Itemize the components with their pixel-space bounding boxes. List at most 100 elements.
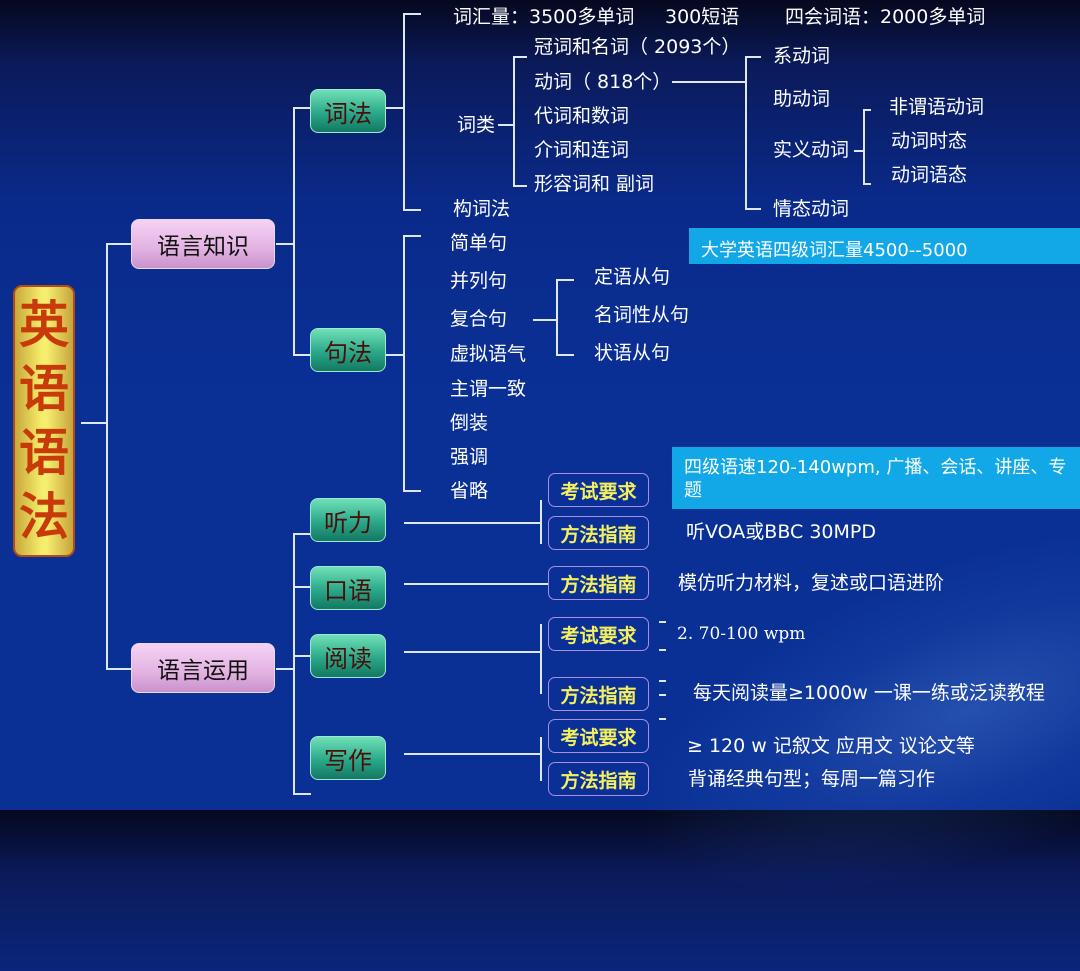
writing-exam-req-tag[interactable]: 考试要求 (548, 719, 649, 753)
node-label: 听力 (324, 508, 372, 537)
connector (540, 737, 542, 781)
connector (106, 243, 132, 245)
reading-method-tag[interactable]: 方法指南 (548, 677, 649, 711)
clause-type: 状语从句 (594, 342, 671, 364)
connector (863, 183, 871, 185)
connector (533, 319, 557, 321)
syntax-item: 并列句 (450, 270, 508, 292)
connector (293, 655, 311, 657)
connector (403, 13, 421, 15)
connector (293, 107, 295, 355)
root-char: 语 (19, 359, 69, 418)
connector (293, 107, 311, 109)
connector (854, 150, 864, 152)
writing-method-tag[interactable]: 方法指南 (548, 762, 649, 796)
active-vocab-count: 四会词语：2000多单词 (785, 6, 986, 28)
tag-label: 方法指南 (560, 769, 637, 792)
connector (659, 621, 666, 623)
node-language-usage[interactable]: 语言运用 (131, 643, 275, 693)
syntax-item: 虚拟语气 (450, 343, 527, 365)
connector (745, 56, 761, 58)
connector (498, 124, 514, 126)
connector (403, 13, 405, 209)
clause-type: 定语从句 (594, 266, 671, 288)
connector (540, 500, 542, 544)
connector (293, 586, 311, 588)
connector (404, 753, 541, 755)
connector (106, 668, 132, 670)
connector (863, 109, 865, 184)
connector (556, 279, 558, 355)
connector (403, 235, 405, 491)
syntax-item: 主谓一致 (450, 378, 527, 400)
word-class-item: 形容词和 副词 (534, 173, 655, 195)
connector (556, 279, 574, 281)
speaking-method-text: 模仿听力材料，复述或口语进阶 (678, 572, 945, 594)
connector (106, 243, 108, 669)
connector (81, 422, 106, 424)
syntax-item: 强调 (450, 446, 489, 468)
node-reading[interactable]: 阅读 (310, 634, 386, 678)
reading-exam-req-tag[interactable]: 考试要求 (548, 617, 649, 651)
connector (276, 668, 294, 670)
clause-type: 名词性从句 (594, 304, 690, 326)
connector (540, 624, 542, 694)
word-class-item: 冠词和名词（ 2093个） (534, 36, 741, 58)
connector (404, 583, 548, 585)
notional-verb-sub: 动词时态 (891, 130, 968, 152)
root-node-english-grammar[interactable]: 英 语 语 法 (13, 285, 75, 557)
connector (513, 185, 527, 187)
connector (672, 81, 746, 83)
notional-verb-sub: 非谓语动词 (889, 96, 985, 118)
banner-text: 四级语速120-140wpm, 广播、会话、讲座、专题 (684, 457, 1067, 501)
reading-method-text: 每天阅读量≥1000w 一课一练或泛读教程 (693, 682, 1045, 704)
syntax-item: 省略 (450, 480, 489, 502)
root-char: 法 (19, 487, 69, 546)
connector (276, 243, 294, 245)
connector (403, 490, 421, 492)
node-listening[interactable]: 听力 (310, 498, 386, 542)
listening-method-text: 听VOA或BBC 30MPD (686, 521, 876, 543)
node-label: 口语 (324, 576, 372, 605)
tag-label: 方法指南 (560, 684, 637, 707)
connector (293, 533, 295, 793)
connector (403, 209, 421, 211)
connector (745, 56, 747, 209)
banner-text: 大学英语四级词汇量4500--5000 (701, 240, 968, 261)
verb-type-item: 情态动词 (773, 198, 850, 220)
node-lexis[interactable]: 词法 (310, 89, 386, 133)
tag-label: 方法指南 (560, 573, 637, 596)
notional-verb-sub: 动词语态 (891, 164, 968, 186)
node-syntax[interactable]: 句法 (310, 328, 386, 372)
listening-method-tag[interactable]: 方法指南 (548, 516, 649, 550)
tag-label: 方法指南 (560, 523, 637, 546)
word-formation: 构词法 (453, 198, 511, 220)
connector (659, 649, 666, 651)
root-char: 语 (19, 423, 69, 482)
node-label: 句法 (324, 338, 372, 367)
listening-exam-req-tag[interactable]: 考试要求 (548, 473, 649, 507)
speaking-method-tag[interactable]: 方法指南 (548, 566, 649, 600)
node-label: 阅读 (324, 644, 372, 673)
node-label: 语言运用 (157, 658, 249, 684)
connector (293, 533, 311, 535)
word-class-item: 代词和数词 (534, 105, 630, 127)
connector (863, 109, 871, 111)
node-label: 语言知识 (157, 234, 249, 260)
connector (745, 208, 761, 210)
writing-method-text: 背诵经典句型；每周一篇习作 (688, 768, 936, 790)
node-speaking[interactable]: 口语 (310, 566, 386, 610)
tag-label: 考试要求 (560, 480, 637, 503)
connector (404, 522, 541, 524)
word-class-item: 动词（ 818个） (534, 71, 672, 93)
connector (386, 107, 404, 109)
listening-exam-banner: 四级语速120-140wpm, 广播、会话、讲座、专题 (672, 447, 1080, 509)
node-label: 词法 (324, 99, 372, 128)
syntax-item: 倒装 (450, 412, 489, 434)
word-class-item: 介词和连词 (534, 139, 630, 161)
tag-label: 考试要求 (560, 624, 637, 647)
syntax-item: 简单句 (450, 232, 508, 254)
node-writing[interactable]: 写作 (310, 736, 386, 780)
word-class-label: 词类 (457, 114, 496, 136)
node-language-knowledge[interactable]: 语言知识 (131, 219, 275, 269)
